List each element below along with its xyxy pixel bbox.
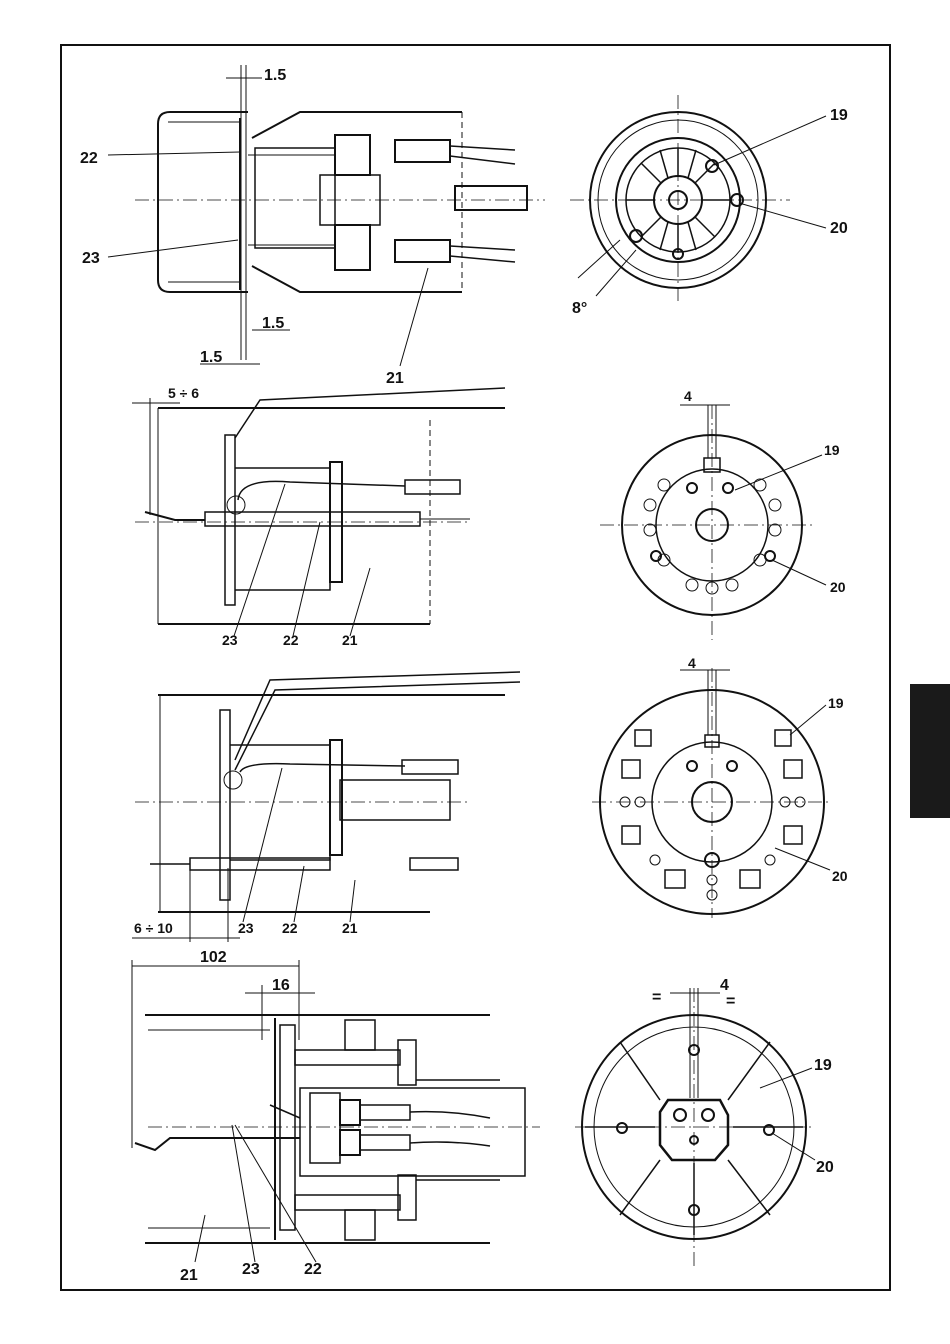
view4-dim-outer: 102 [200,949,227,966]
view4-front-dim: 4 [720,977,729,994]
view1-dim-top: 1.5 [264,67,286,84]
view2-dim: 5 ÷ 6 [168,385,199,401]
view4-dim-inner: 16 [272,977,290,994]
view2-front-label-19: 19 [824,442,840,458]
view2-front-label-20: 20 [830,579,846,595]
view2-side [132,388,505,636]
view2-front [600,405,826,640]
view1-dim-bottom: 1.5 [200,349,222,366]
view4-label-22: 22 [304,1261,322,1278]
view3-front [592,668,830,918]
view3-label-23: 23 [238,920,254,936]
view3-label-22: 22 [282,920,298,936]
view3-front-dim: 4 [688,655,696,671]
view4-label-23: 23 [242,1261,260,1278]
view2-label-22: 22 [283,632,299,648]
view2-front-dim: 4 [684,388,692,404]
view3-front-label-19: 19 [828,695,844,711]
view1-side [108,65,545,366]
view3-side [132,672,520,942]
view1-label-22: 22 [80,150,98,167]
view4-label-21: 21 [180,1267,198,1284]
view1-front [570,95,826,305]
view1-label-23: 23 [82,250,100,267]
view2-label-21: 21 [342,632,358,648]
view1-label-21: 21 [386,370,404,387]
view1-dim-mid: 1.5 [262,315,284,332]
view4-front [575,988,815,1270]
view4-front-label-20: 20 [816,1159,834,1176]
view1-front-label-20: 20 [830,220,848,237]
view3-label-21: 21 [342,920,358,936]
view4-front-label-19: 19 [814,1057,832,1074]
view4-front-eq-left: = [652,989,661,1006]
view1-front-angle: 8° [572,300,587,317]
view3-front-label-20: 20 [832,868,848,884]
view1-front-label-19: 19 [830,107,848,124]
view2-label-23: 23 [222,632,238,648]
view4-side [132,960,540,1262]
view3-dim: 6 ÷ 10 [134,920,173,936]
view4-front-eq-right: = [726,993,735,1010]
